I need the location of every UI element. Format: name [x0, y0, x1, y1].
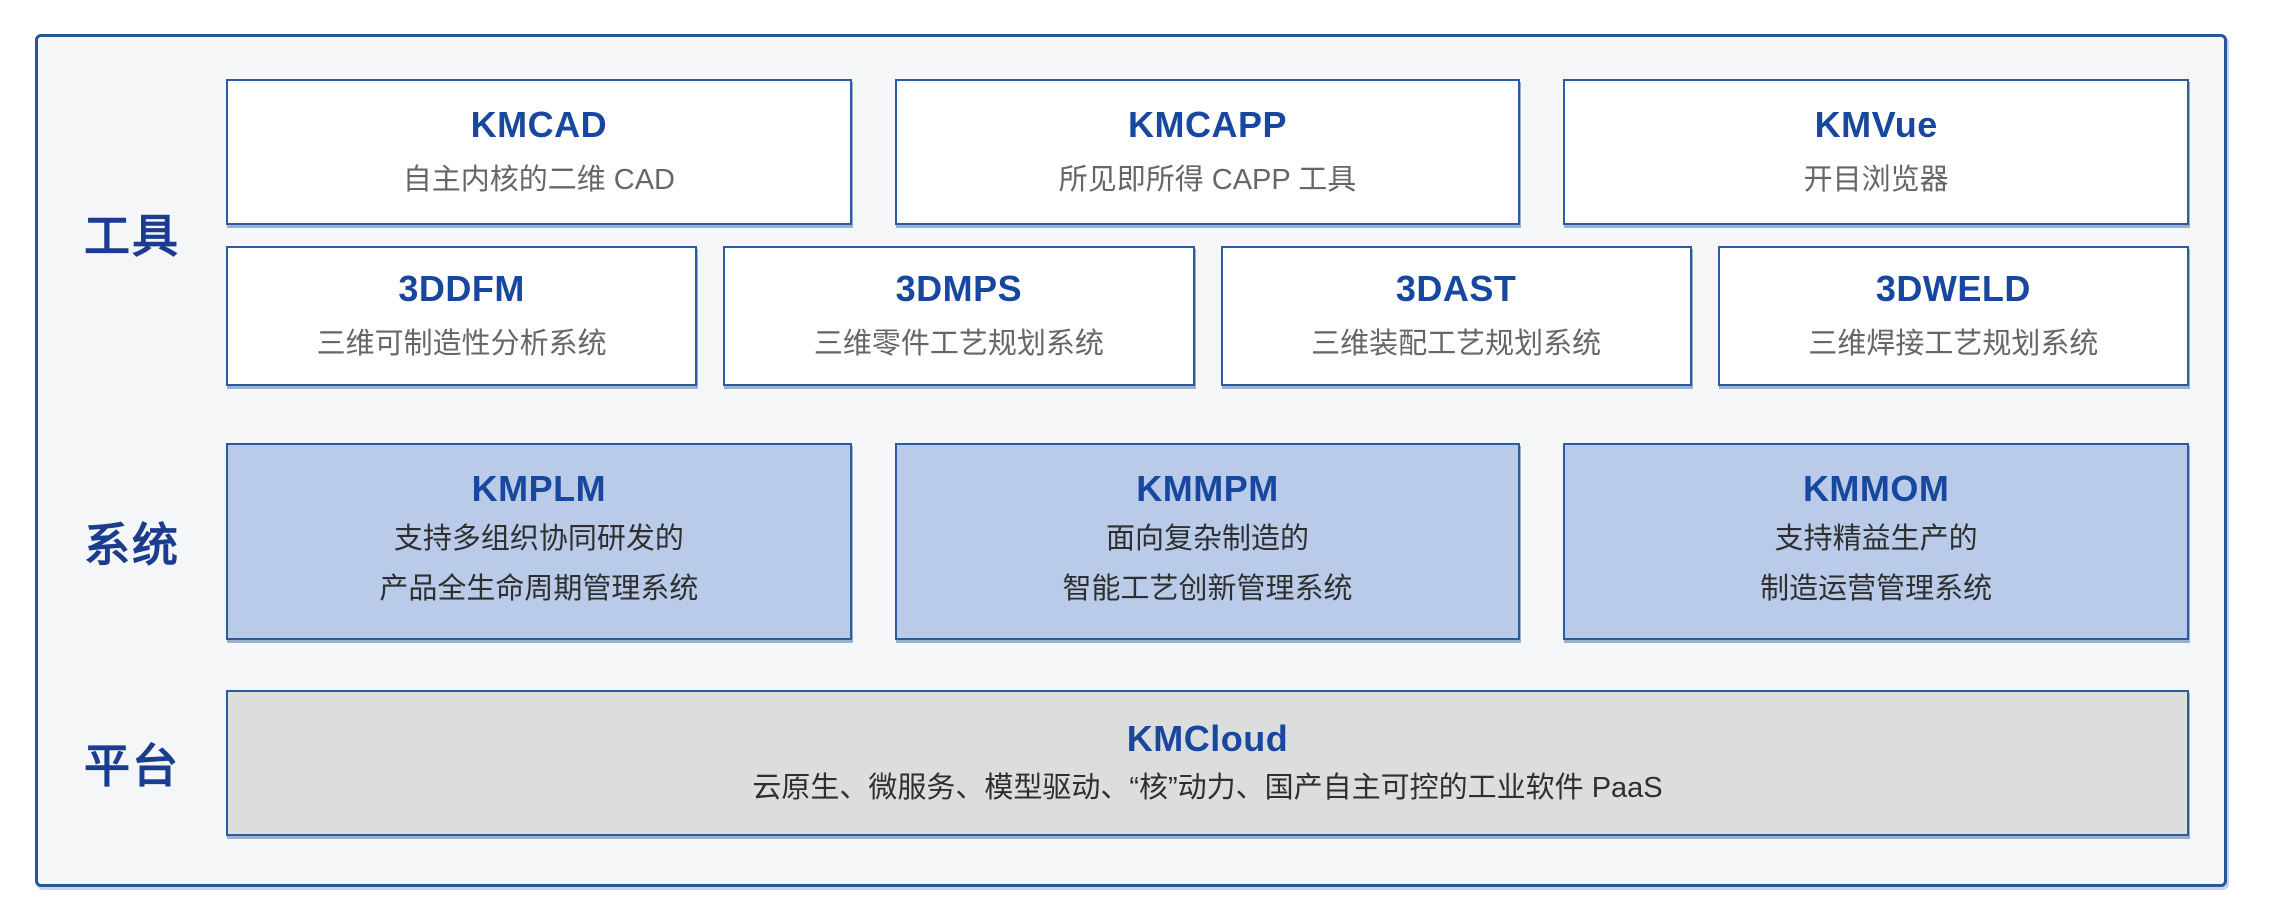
band-label-systems: 系统	[84, 518, 180, 571]
product-title: KMCloud	[1126, 718, 1289, 760]
tools-row-1: KMCAD 自主内核的二维 CAD KMCAPP 所见即所得 CAPP 工具 K…	[226, 79, 2190, 225]
band-tools: 工具 KMCAD 自主内核的二维 CAD KMCAPP 所见即所得 CAPP 工…	[38, 79, 2224, 386]
subtitle-line-1: 面向复杂制造的	[1106, 523, 1310, 556]
band-platform: 平台 KMCloud 云原生、微服务、模型驱动、“核”动力、国产自主可控的工业软…	[38, 690, 2224, 836]
band-label-tools: 工具	[84, 209, 180, 262]
product-subtitle: 三维焊接工艺规划系统	[1808, 327, 2099, 360]
product-title: 3DMPS	[895, 268, 1023, 310]
product-title: KMCAD	[470, 104, 608, 146]
product-title: KMCAPP	[1128, 104, 1288, 146]
band-label-platform: 平台	[84, 740, 180, 792]
band-systems: 系统 KMPLM 支持多组织协同研发的产品全生命周期管理系统 KMMPM 面向复…	[38, 443, 2224, 640]
product-card-kmvue: KMVue 开目浏览器	[1563, 79, 2190, 225]
systems-row: KMPLM 支持多组织协同研发的产品全生命周期管理系统 KMMPM 面向复杂制造…	[226, 443, 2190, 640]
subtitle-line-2: 产品全生命周期管理系统	[379, 573, 699, 606]
subtitle-line-2: 制造运营管理系统	[1760, 573, 1993, 606]
product-subtitle: 云原生、微服务、模型驱动、“核”动力、国产自主可控的工业软件 PaaS	[752, 771, 1663, 804]
product-subtitle: 自主内核的二维 CAD	[402, 163, 675, 196]
product-title: 3DWELD	[1875, 268, 2031, 310]
subtitle-line-1: 支持多组织协同研发的	[393, 523, 684, 556]
product-title: KMMPM	[1136, 467, 1279, 509]
product-title: 3DAST	[1395, 268, 1517, 310]
product-card-kmcloud: KMCloud 云原生、微服务、模型驱动、“核”动力、国产自主可控的工业软件 P…	[226, 690, 2189, 836]
product-card-kmmom: KMMOM 支持精益生产的制造运营管理系统	[1563, 443, 2190, 640]
product-subtitle: 开目浏览器	[1803, 163, 1949, 196]
product-title: KMMOM	[1802, 467, 1950, 509]
product-subtitle: 三维可制造性分析系统	[316, 327, 607, 360]
product-subtitle: 三维零件工艺规划系统	[813, 327, 1104, 360]
product-card-kmplm: KMPLM 支持多组织协同研发的产品全生命周期管理系统	[226, 443, 852, 640]
product-card-kmcad: KMCAD 自主内核的二维 CAD	[226, 79, 852, 225]
product-subtitle: 三维装配工艺规划系统	[1311, 327, 1602, 360]
product-subtitle: 支持多组织协同研发的产品全生命周期管理系统	[379, 515, 698, 615]
subtitle-line-2: 智能工艺创新管理系统	[1062, 573, 1353, 606]
platform-row: KMCloud 云原生、微服务、模型驱动、“核”动力、国产自主可控的工业软件 P…	[226, 690, 2189, 836]
product-card-3ddfm: 3DDFM 三维可制造性分析系统	[226, 246, 698, 386]
product-title: KMPLM	[471, 467, 607, 509]
architecture-panel: 工具 KMCAD 自主内核的二维 CAD KMCAPP 所见即所得 CAPP 工…	[35, 34, 2227, 887]
tools-row-2: 3DDFM 三维可制造性分析系统 3DMPS 三维零件工艺规划系统 3DAST …	[226, 246, 2189, 386]
product-subtitle: 所见即所得 CAPP 工具	[1058, 163, 1357, 196]
product-card-3dmps: 3DMPS 三维零件工艺规划系统	[723, 246, 1195, 386]
product-subtitle: 支持精益生产的制造运营管理系统	[1760, 515, 1992, 615]
product-card-3dast: 3DAST 三维装配工艺规划系统	[1220, 246, 1692, 386]
product-title: KMVue	[1814, 104, 1938, 146]
subtitle-line-1: 支持精益生产的	[1774, 523, 1978, 556]
product-card-kmcapp: KMCAPP 所见即所得 CAPP 工具	[894, 79, 1521, 225]
product-title: 3DDFM	[398, 268, 525, 310]
product-card-kmmpm: KMMPM 面向复杂制造的智能工艺创新管理系统	[894, 443, 1521, 640]
product-subtitle: 面向复杂制造的智能工艺创新管理系统	[1063, 515, 1353, 615]
product-card-3dweld: 3DWELD 三维焊接工艺规划系统	[1717, 246, 2189, 386]
